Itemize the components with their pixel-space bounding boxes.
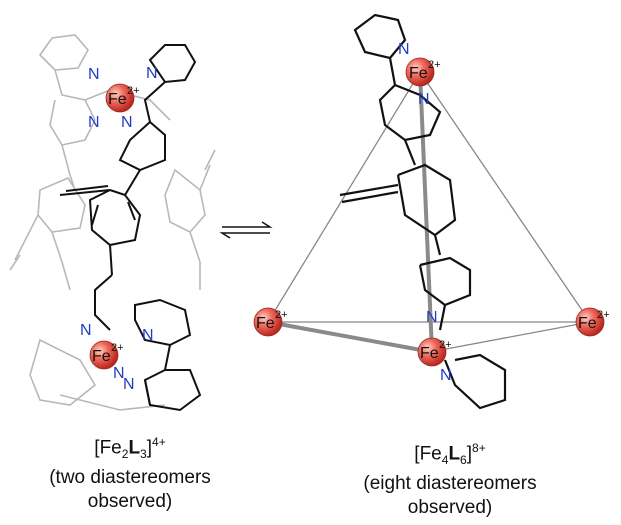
svg-text:N: N [440,367,452,384]
fe-center-left: Fe 2+ [253,307,288,337]
svg-text:2+: 2+ [127,85,140,97]
svg-text:N: N [398,41,410,58]
fe-center-right: Fe 2+ [575,307,610,337]
svg-text:2+: 2+ [428,59,441,71]
svg-text:N: N [142,327,154,344]
svg-text:Fe: Fe [92,348,111,365]
svg-text:Fe: Fe [256,315,275,332]
svg-text:Fe: Fe [108,91,127,108]
svg-text:2+: 2+ [275,309,288,321]
svg-text:N: N [121,114,133,131]
equilibrium-arrows [219,221,273,239]
svg-text:2+: 2+ [439,339,452,351]
svg-text:N: N [88,114,100,131]
foreground-ligand-strand [59,44,202,412]
nitrogen-labels-left: N N N N N N N N [80,65,158,393]
svg-text:N: N [113,365,125,382]
tetrahedron-note-line2: observed) [407,497,493,519]
nitrogen-labels-right: N N N N [398,41,452,384]
tetrahedron-bold-edge [267,71,434,354]
fe-center-bottom: Fe 2+ [417,337,452,367]
svg-text:Fe: Fe [409,65,428,82]
svg-text:N: N [80,322,92,339]
svg-text:N: N [426,309,438,326]
svg-text:N: N [418,91,430,108]
background-ligand-strands [9,34,216,411]
helicate-caption: [Fe2L3]4+ (two diastereomers observed) [30,430,230,514]
tetrahedron-formula: [Fe4L6]8+ [414,441,486,468]
fe-center-top: Fe 2+ [405,57,441,87]
tetrahedron-caption: [Fe4L6]8+ (eight diastereomers observed) [345,436,555,520]
svg-text:2+: 2+ [111,342,124,354]
helicate-note-line2: observed) [87,491,173,513]
tetrahedron-structure: Fe 2+ Fe 2+ Fe 2+ Fe 2+ N N N N [253,13,610,410]
fe-center-upper: Fe 2+ [105,83,140,113]
fe-center-lower: Fe 2+ [89,340,124,370]
svg-text:N: N [88,66,100,83]
svg-text:N: N [146,65,158,82]
helicate-structure: Fe 2+ Fe 2+ N N N N N N N N [9,34,216,412]
svg-text:2+: 2+ [597,309,610,321]
helicate-note-line1: (two diastereomers [49,467,211,489]
svg-text:Fe: Fe [578,315,597,332]
svg-text:Fe: Fe [420,345,439,362]
svg-text:N: N [123,376,135,393]
helicate-formula: [Fe2L3]4+ [94,435,166,462]
tetrahedron-note-line1: (eight diastereomers [363,473,537,495]
tetrahedron-ligand-strand [339,13,507,410]
